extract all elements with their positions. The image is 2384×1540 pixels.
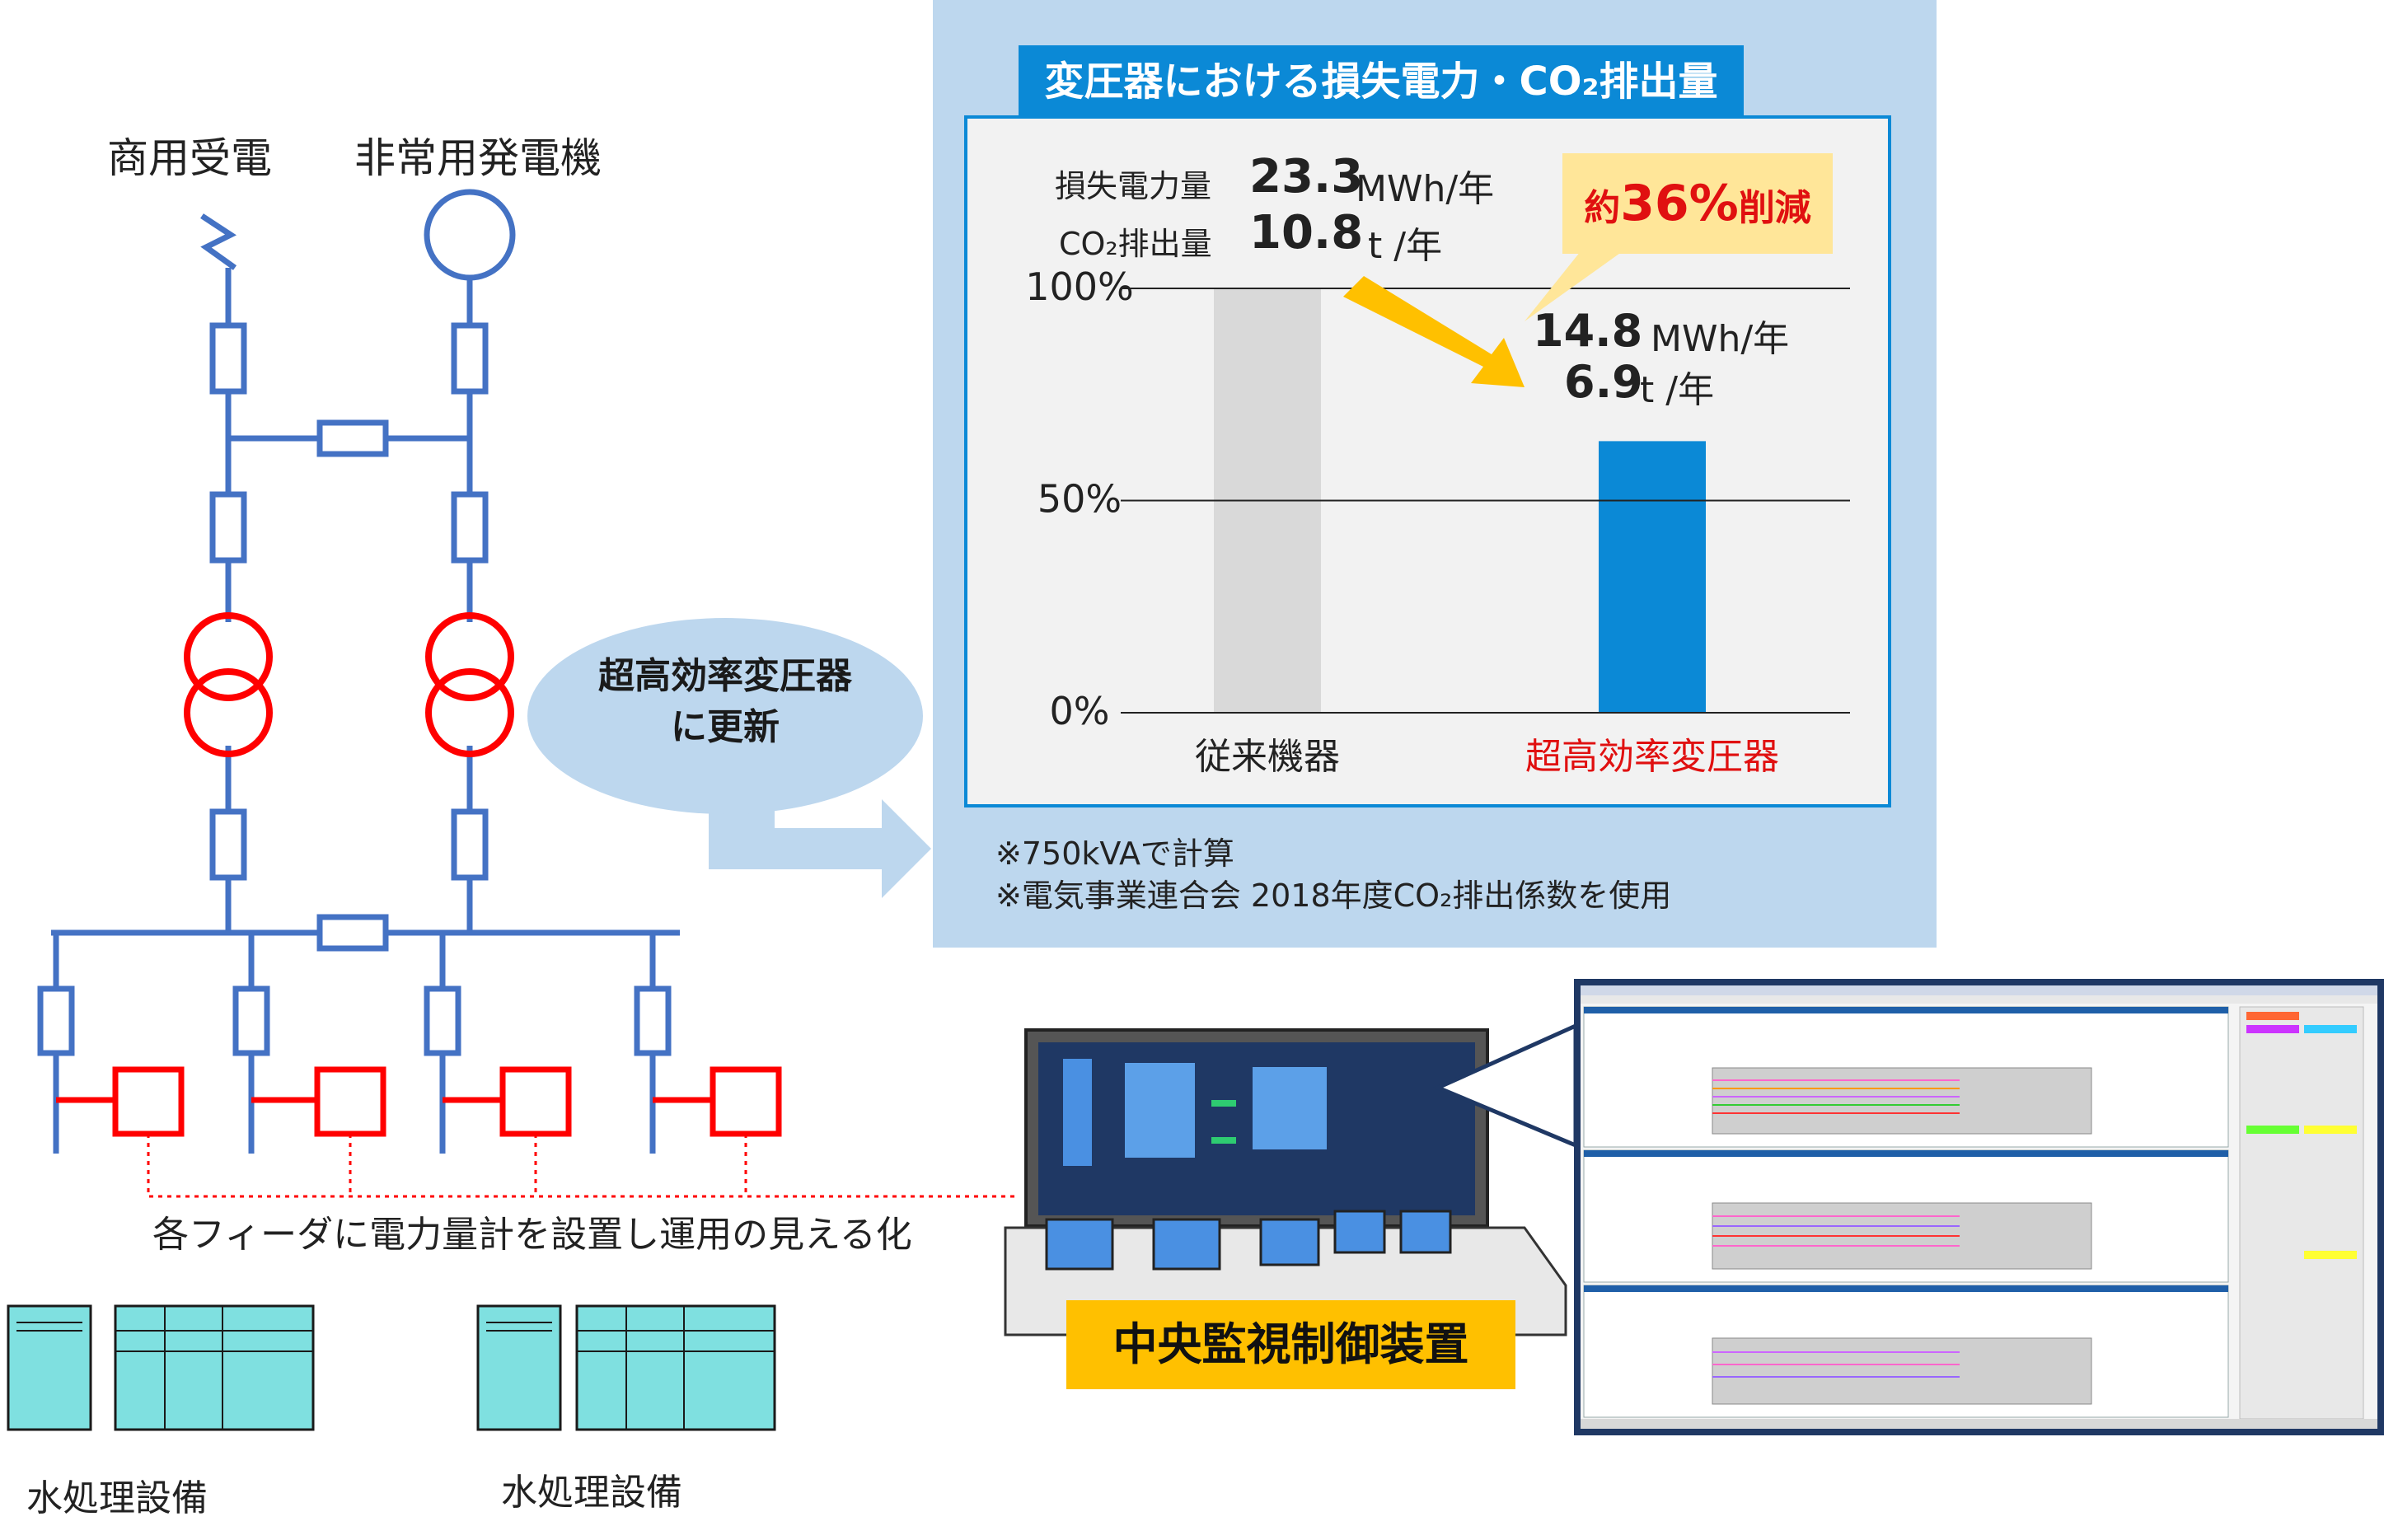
new-loss-unit: MWh/年	[1651, 318, 1790, 360]
generator-icon	[424, 189, 516, 281]
monitoring-screen	[1574, 979, 2384, 1435]
y-tick-label: 100%	[1025, 264, 1134, 309]
transformer-icons	[184, 612, 514, 757]
new-loss-value: 14.8	[1533, 305, 1643, 357]
callout-suffix: 削減	[1738, 187, 1811, 229]
bar-1	[1599, 441, 1706, 713]
legacy-loss-label: 損失電力量	[1055, 168, 1212, 204]
upgrade-bubble-text: 超高効率変圧器 に更新	[527, 651, 923, 753]
ac-source-icon	[200, 213, 237, 270]
legacy-loss-unit: MWh/年	[1356, 168, 1495, 210]
callout-prefix: 約	[1584, 187, 1621, 229]
meter-connection-lines	[147, 1134, 1018, 1198]
new-co2-unit: t /年	[1640, 369, 1715, 411]
cabinet-details	[16, 1306, 775, 1430]
panel-title: 変圧器における損失電力・CO₂排出量	[1019, 45, 1744, 118]
upgrade-line2: に更新	[671, 706, 780, 748]
y-tick-label: 50%	[1037, 477, 1122, 522]
emergency-generator-label: 非常用発電機	[354, 134, 602, 182]
breaker-icons	[37, 322, 672, 1056]
reduction-callout: 約36%削減	[1562, 153, 1833, 254]
upgrade-bubble	[527, 618, 923, 814]
loss-bar-chart: 0% 50% 100% 従来機器 超高効率変圧器	[1025, 264, 1850, 778]
busbar-lines	[51, 268, 680, 1154]
callout-pointer-icon	[1525, 239, 1640, 321]
calc-note: ※750kVAで計算	[995, 836, 1234, 872]
monitoring-screen-content	[1581, 985, 2377, 1429]
callout-value: 36%	[1620, 175, 1739, 232]
reduction-arrow-icon	[1343, 276, 1525, 387]
power-meter-icons	[56, 1066, 782, 1137]
chart-marks: 0% 50% 100% 従来機器 超高効率変圧器	[1025, 264, 1850, 778]
y-tick-label: 0%	[1050, 689, 1110, 733]
emission-factor-note: ※電気事業連合会 2018年度CO₂排出係数を使用	[995, 878, 1672, 914]
water-facility-label-1: 水処理設備	[26, 1477, 208, 1519]
water-treatment-cabinet-icon	[7, 1304, 776, 1431]
category-label-0: 従来機器	[1195, 736, 1340, 778]
legacy-loss-value: 23.3	[1249, 150, 1364, 204]
water-facility-label-2: 水処理設備	[501, 1472, 682, 1514]
commercial-power-label: 商用受電	[107, 134, 272, 182]
upgrade-line1: 超高効率変圧器	[598, 655, 852, 697]
control-console-icon	[1004, 1028, 1567, 1336]
legacy-co2-value: 10.8	[1249, 206, 1364, 260]
category-label-1: 超高効率変圧器	[1525, 736, 1779, 778]
legacy-co2-unit: t /年	[1368, 225, 1443, 267]
feeder-meter-caption: 各フィーダに電力量計を設置し運用の見える化	[152, 1214, 912, 1256]
control-device-label: 中央監視制御装置	[1066, 1300, 1515, 1389]
new-co2-value: 6.9	[1564, 356, 1643, 408]
legacy-co2-label: CO₂排出量	[1059, 226, 1212, 262]
